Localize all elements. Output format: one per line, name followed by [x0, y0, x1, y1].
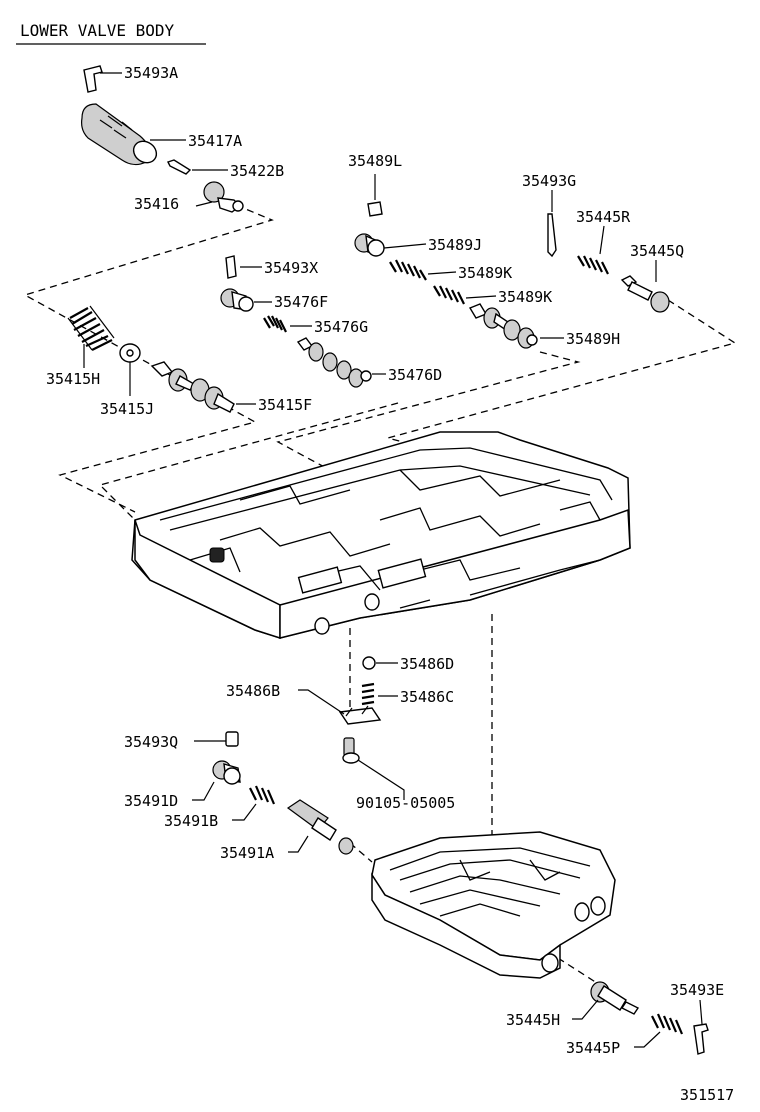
label-35445P: 35445P — [566, 1039, 620, 1057]
part-35445P-spring — [651, 1013, 684, 1035]
part-35491D-plug — [212, 760, 241, 785]
label-35491D: 35491D — [124, 792, 178, 810]
part-35476F-plug — [220, 288, 254, 312]
label-35445H: 35445H — [506, 1011, 560, 1029]
part-35493G-pin — [547, 213, 557, 258]
part-35486B-retainer — [338, 705, 382, 725]
part-35415H-spring — [67, 305, 115, 351]
part-35489L-pin — [367, 201, 383, 217]
part-35415F-valve — [150, 361, 235, 413]
label-90105-05005: 90105-05005 — [356, 794, 455, 812]
part-labels: 35493A 35417A 35422B 35416 35489L 35493G… — [46, 64, 734, 1104]
label-35491B: 35491B — [164, 812, 218, 830]
label-35493A: 35493A — [124, 64, 178, 82]
part-35415J-washer — [119, 343, 141, 363]
part-35489J-plug — [354, 233, 385, 257]
part-35417A-sleeve — [81, 103, 158, 166]
part-35486D-ball — [362, 656, 376, 670]
part-35486C-spring — [361, 682, 375, 706]
part-35489K-spring-1 — [389, 259, 427, 281]
label-35493X: 35493X — [264, 259, 318, 277]
part-35476D-valve — [296, 337, 372, 388]
label-35476F: 35476F — [274, 293, 328, 311]
label-35493E: 35493E — [670, 981, 724, 999]
label-35415H: 35415H — [46, 370, 100, 388]
label-35476G: 35476G — [314, 318, 368, 336]
part-35416-plug — [203, 181, 244, 213]
label-35489K-2: 35489K — [498, 288, 552, 306]
label-35491A: 35491A — [220, 844, 274, 862]
figure-number: 351517 — [680, 1086, 734, 1104]
part-35493Q-pin — [225, 731, 239, 747]
part-35489H-valve — [468, 303, 538, 349]
part-35445R-spring — [577, 255, 609, 275]
part-35491B-spring — [249, 785, 276, 805]
lower-valve-body — [371, 831, 616, 979]
part-35493E-pin — [693, 1023, 709, 1055]
label-35489H: 35489H — [566, 330, 620, 348]
part-90105-bolt — [342, 737, 360, 764]
part-35445H-plug — [590, 981, 640, 1015]
label-35489L: 35489L — [348, 152, 402, 170]
upper-valve-body-plate — [131, 431, 631, 640]
label-35486C: 35486C — [400, 688, 454, 706]
diagram-title: LOWER VALVE BODY — [20, 21, 174, 40]
label-35415J: 35415J — [100, 400, 154, 418]
label-35489J: 35489J — [428, 236, 482, 254]
part-35489K-spring-2 — [433, 285, 465, 305]
assembly-dash-lines — [23, 204, 737, 986]
label-35422B: 35422B — [230, 162, 284, 180]
part-35491A-valve — [286, 799, 354, 855]
part-35493A-pin — [83, 65, 103, 93]
label-35493G: 35493G — [522, 172, 576, 190]
label-35445Q: 35445Q — [630, 242, 684, 260]
part-35445Q-plug — [620, 275, 670, 313]
leader-lines — [83, 72, 703, 1048]
label-35493Q: 35493Q — [124, 733, 178, 751]
label-35489K-1: 35489K — [458, 264, 512, 282]
part-35476G-spring — [263, 315, 287, 333]
label-35486B: 35486B — [226, 682, 280, 700]
label-35476D: 35476D — [388, 366, 442, 384]
part-35493X-pin — [225, 255, 237, 279]
label-35415F: 35415F — [258, 396, 312, 414]
label-35417A: 35417A — [188, 132, 242, 150]
label-35445R: 35445R — [576, 208, 631, 226]
label-35416: 35416 — [134, 195, 179, 213]
label-35486D: 35486D — [400, 655, 454, 673]
part-35422B-pin — [167, 159, 192, 175]
